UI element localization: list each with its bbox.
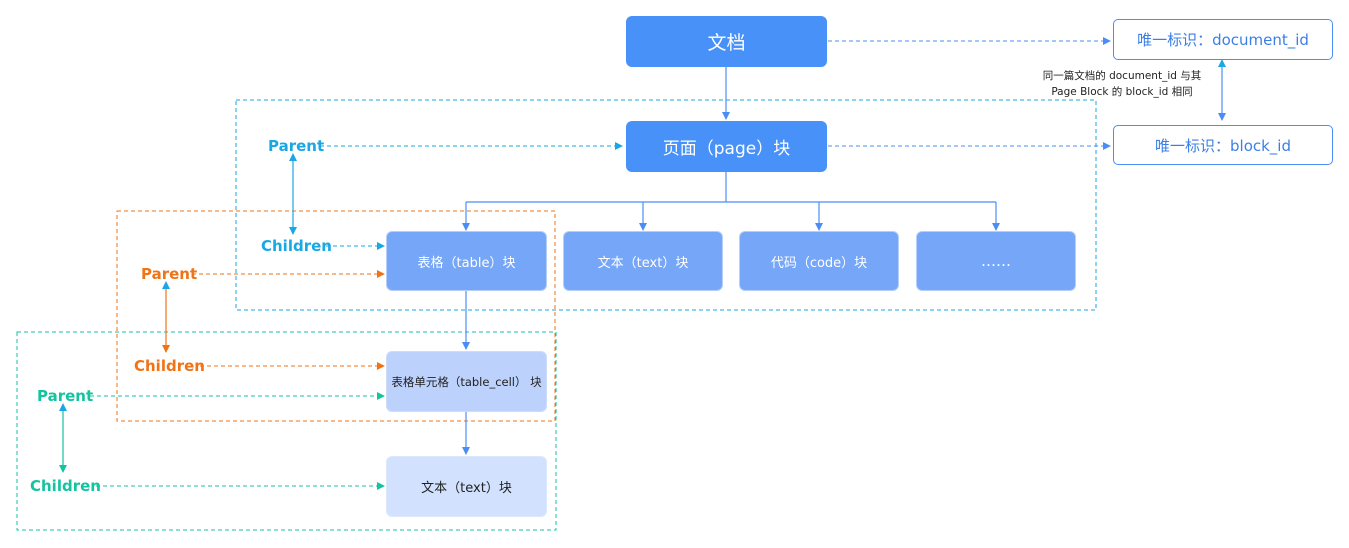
table-cell-block-node: 表格单元格（table_cell） 块 <box>386 351 547 412</box>
more-blocks-node: …… <box>916 231 1076 291</box>
page-fanout-lines <box>466 172 996 203</box>
note-line-1: 同一篇文档的 document_id 与其 <box>1042 70 1202 82</box>
orange-children-label: Children <box>134 357 205 375</box>
text-child-block-label: 文本（text）块 <box>421 481 512 496</box>
id-equality-note: 同一篇文档的 document_id 与其 Page Block 的 block… <box>1012 68 1232 100</box>
document-id-box: 唯一标识：document_id <box>1113 19 1333 60</box>
block-id-box: 唯一标识：block_id <box>1113 125 1333 165</box>
orange-parent-label: Parent <box>141 265 198 283</box>
note-line-2: Page Block 的 block_id 相同 <box>1051 86 1193 98</box>
page-block-node: 页面（page）块 <box>626 121 827 172</box>
page-block-label: 页面（page）块 <box>662 139 791 159</box>
green-children-label: Children <box>30 477 101 495</box>
document-node: 文档 <box>626 16 827 67</box>
page-scope-frame <box>235 99 1097 311</box>
table-cell-block-label: 表格单元格（table_cell） 块 <box>391 374 542 389</box>
document-node-label: 文档 <box>707 32 746 54</box>
table-scope-frame <box>116 210 556 422</box>
cell-scope-frame <box>16 331 557 531</box>
text-block-node: 文本（text）块 <box>563 231 723 291</box>
green-parent-label: Parent <box>37 387 94 405</box>
code-block-label: 代码（code）块 <box>770 255 868 271</box>
table-block-label: 表格（table）块 <box>417 255 516 271</box>
text-child-block-node: 文本（text）块 <box>386 456 547 517</box>
text-block-label: 文本（text）块 <box>597 255 689 271</box>
code-block-node: 代码（code）块 <box>739 231 899 291</box>
block-id-label: 唯一标识：block_id <box>1155 136 1291 155</box>
table-block-node: 表格（table）块 <box>386 231 547 291</box>
more-blocks-label: …… <box>981 252 1011 270</box>
blue-parent-label: Parent <box>268 137 325 155</box>
blue-children-label: Children <box>261 237 332 255</box>
document-id-label: 唯一标识：document_id <box>1137 31 1309 49</box>
